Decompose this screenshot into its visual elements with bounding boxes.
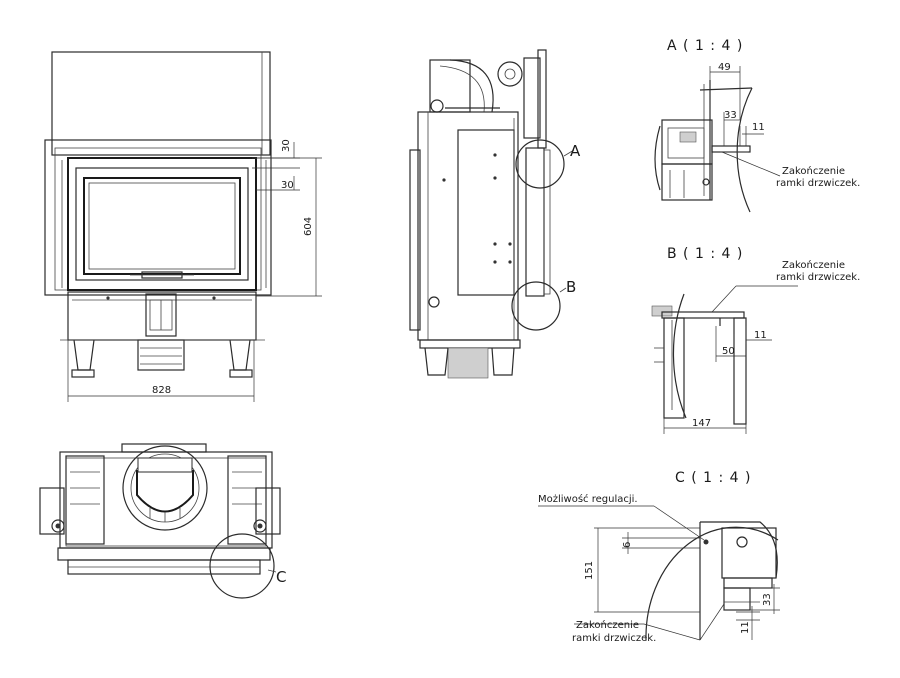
top-view bbox=[39, 443, 281, 599]
front-view bbox=[44, 51, 322, 402]
detail-c-note-2: ramki drzwiczek. bbox=[572, 633, 656, 644]
detail-b-note-1: Zakończenie bbox=[782, 259, 845, 271]
detail-b bbox=[651, 285, 798, 434]
dim-side-gap: 30 bbox=[281, 180, 294, 191]
dim-top-gap: 30 bbox=[281, 139, 292, 152]
detail-a-dim-33: 33 bbox=[724, 110, 737, 121]
detail-b-note-2: ramki drzwiczek. bbox=[776, 272, 860, 283]
dim-width: 828 bbox=[152, 385, 171, 396]
detail-c-dim-151: 151 bbox=[584, 561, 595, 580]
callout-b: B bbox=[566, 278, 576, 296]
detail-b-dim-50: 50 bbox=[722, 346, 735, 357]
detail-a-note-1: Zakończenie bbox=[782, 165, 845, 177]
detail-b-dim-11: 11 bbox=[754, 330, 767, 341]
detail-c-dim-11: 11 bbox=[740, 621, 751, 634]
detail-c bbox=[538, 505, 780, 641]
dim-height: 604 bbox=[303, 217, 314, 236]
detail-a-title: A ( 1 : 4 ) bbox=[667, 38, 743, 54]
detail-c-note-1: Zakończenie bbox=[576, 619, 639, 631]
detail-a bbox=[654, 66, 781, 213]
detail-c-note-adjust: Możliwość regulacji. bbox=[538, 493, 638, 505]
callout-a: A bbox=[570, 142, 581, 160]
detail-c-dim-33: 33 bbox=[762, 593, 773, 606]
detail-a-dim-49: 49 bbox=[718, 62, 731, 73]
callout-c: C bbox=[276, 568, 286, 586]
detail-c-title: C ( 1 : 4 ) bbox=[675, 470, 751, 486]
detail-b-dim-147: 147 bbox=[692, 418, 711, 429]
detail-a-dim-11: 11 bbox=[752, 122, 765, 133]
side-view bbox=[409, 49, 575, 379]
detail-b-title: B ( 1 : 4 ) bbox=[667, 246, 743, 262]
detail-a-note-2: ramki drzwiczek. bbox=[776, 178, 860, 189]
detail-c-dim-6: 6 bbox=[622, 542, 633, 548]
